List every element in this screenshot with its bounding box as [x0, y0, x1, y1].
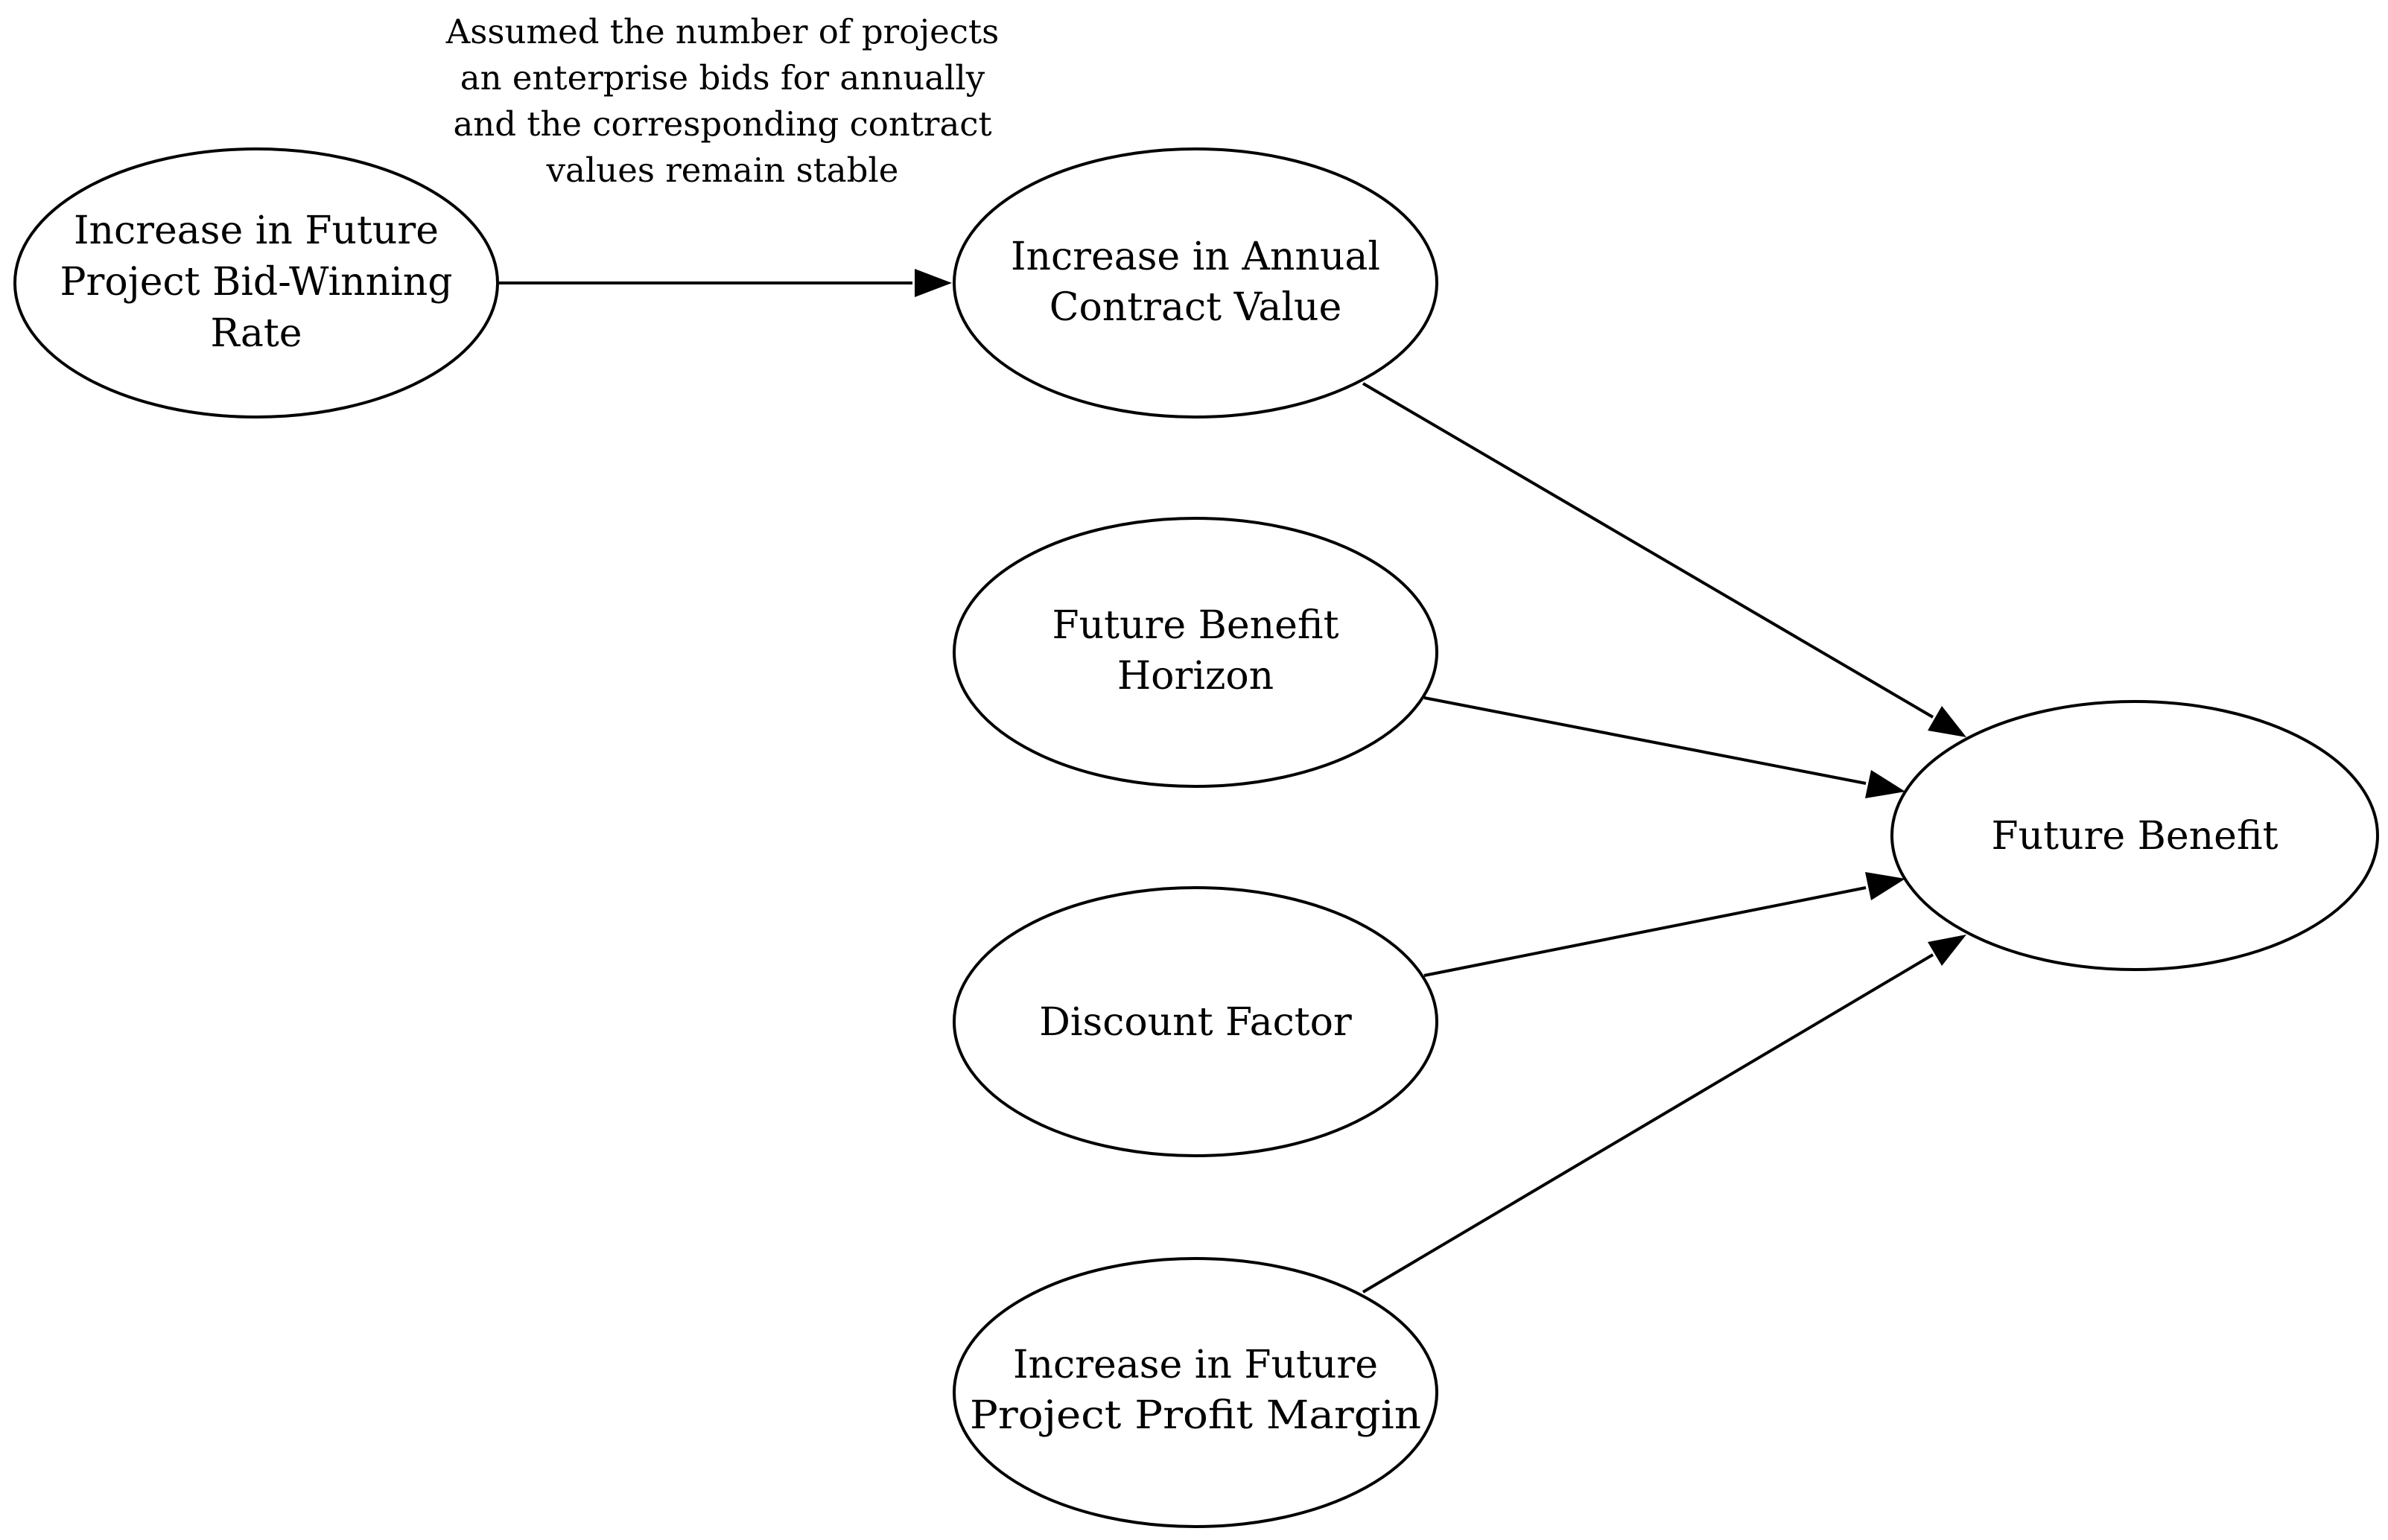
node-future-benefit-line-1: Future Benefit [1992, 814, 2279, 859]
arrowhead-from-discount-factor [1865, 872, 1905, 900]
assumption-note-line-3: and the corresponding contract [453, 104, 991, 144]
arrowhead-from-profit-margin [1928, 935, 1966, 966]
node-discount-factor: Discount Factor [953, 886, 1438, 1157]
assumption-note: Assumed the number of projects an enterp… [445, 12, 999, 190]
node-future-benefit-shape [1890, 700, 2379, 971]
node-bid-winning-rate-line-3: Rate [210, 311, 302, 356]
node-project-profit-margin-line-2: Project Profit Margin [970, 1393, 1421, 1438]
edge-profit-margin-to-future-benefit [1362, 953, 1934, 1294]
node-bid-winning-rate-line-1: Increase in Future [74, 209, 439, 253]
node-bid-winning-rate: Increase in Future Project Bid-Winning R… [13, 147, 499, 419]
arrowhead-from-benefit-horizon [1865, 770, 1905, 798]
node-project-profit-margin-line-1: Increase in Future [1013, 1343, 1378, 1387]
assumption-note-line-4: values remain stable [546, 150, 899, 190]
arrowhead-contract-value [915, 269, 952, 297]
node-annual-contract-value-line-1: Increase in Annual [1011, 235, 1380, 279]
assumption-note-line-2: an enterprise bids for annually [460, 58, 985, 98]
arrowhead-from-contract-value [1928, 706, 1966, 737]
node-discount-factor-line-1: Discount Factor [1039, 1000, 1352, 1045]
edge-discount-factor-to-future-benefit [1423, 886, 1867, 977]
node-bid-winning-rate-shape [13, 147, 499, 419]
node-future-benefit-horizon-line-2: Horizon [1117, 654, 1274, 699]
node-future-benefit-horizon-shape [953, 517, 1438, 788]
node-project-profit-margin-shape [953, 1257, 1438, 1528]
node-future-benefit-horizon: Future Benefit Horizon [953, 517, 1438, 788]
node-future-benefit: Future Benefit [1890, 700, 2379, 971]
node-annual-contract-value-shape [953, 147, 1438, 419]
node-bid-winning-rate-line-2: Project Bid-Winning [60, 260, 452, 305]
edge-benefit-horizon-to-future-benefit [1423, 696, 1867, 785]
node-future-benefit-horizon-line-1: Future Benefit [1052, 603, 1339, 648]
edge-contract-value-to-future-benefit [1362, 382, 1934, 719]
node-annual-contract-value: Increase in Annual Contract Value [953, 147, 1438, 419]
edges [499, 269, 1966, 1294]
node-discount-factor-shape [953, 886, 1438, 1157]
node-annual-contract-value-line-2: Contract Value [1049, 285, 1342, 330]
assumption-note-line-1: Assumed the number of projects [445, 12, 999, 51]
node-project-profit-margin: Increase in Future Project Profit Margin [953, 1257, 1438, 1528]
